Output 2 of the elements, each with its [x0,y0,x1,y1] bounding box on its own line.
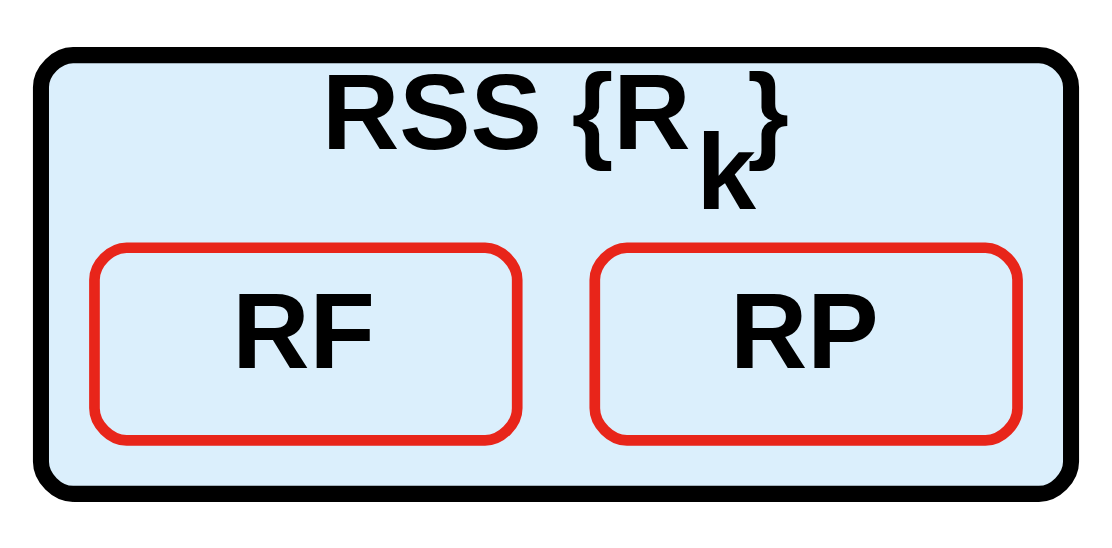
node-box: RF [89,241,523,446]
node-box: RP [589,241,1023,446]
